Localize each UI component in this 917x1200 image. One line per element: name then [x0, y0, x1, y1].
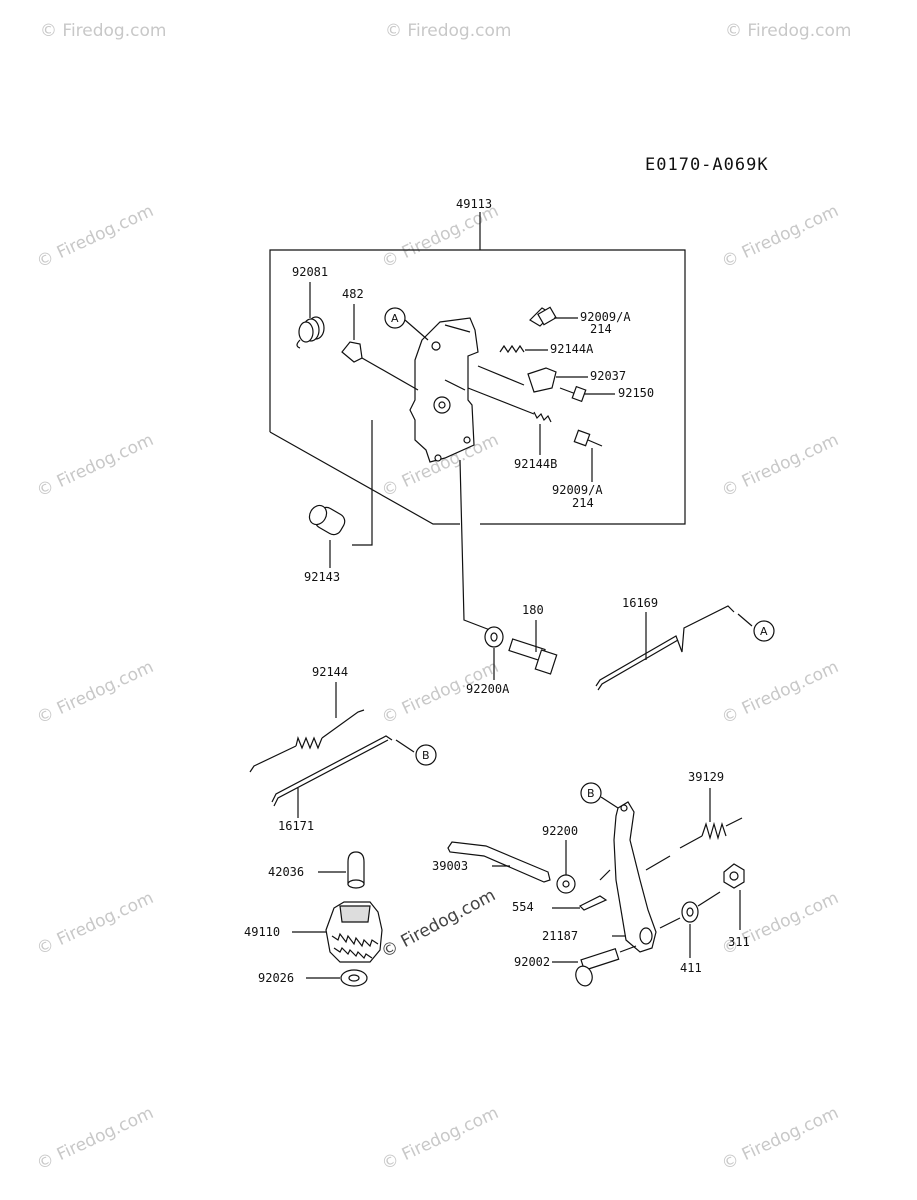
arm-39003	[447, 841, 551, 883]
bracket-92037	[527, 367, 588, 393]
part-label-311: 311	[728, 935, 750, 949]
part-label-92150: 92150	[618, 386, 654, 400]
assembly-49113: 49113 92081 482 A	[269, 197, 686, 525]
washer-92200	[556, 840, 576, 894]
bolt-92150	[559, 385, 615, 403]
watermark: © Firedog.com	[725, 21, 851, 41]
bolt-180	[508, 620, 558, 675]
part-label-411: 411	[680, 961, 702, 975]
rod-16169: A	[595, 605, 775, 691]
spring-92144b	[467, 387, 552, 455]
part-label-16171: 16171	[278, 819, 314, 833]
washer-92026	[306, 969, 368, 987]
gear-49110	[292, 901, 383, 963]
spring-92081	[296, 316, 325, 349]
bolt-92009a-lower	[573, 429, 603, 482]
callout-b-label: B	[587, 787, 595, 800]
part-label-92200: 92200	[542, 824, 578, 838]
watermark: © Firedog.com	[719, 201, 842, 273]
collar-92143	[308, 420, 373, 568]
part-label-39129: 39129	[688, 770, 724, 784]
watermark: © Firedog.com	[379, 201, 502, 273]
callout-b-label: B	[422, 749, 430, 762]
part-label-180: 180	[522, 603, 544, 617]
part-label-92009a: 92009/A	[580, 310, 631, 324]
watermark: © Firedog.com	[719, 657, 842, 729]
watermark: © Firedog.com	[34, 888, 157, 960]
part-label-92200a: 92200A	[466, 682, 510, 696]
part-label-214-lower: 214	[572, 496, 594, 510]
washer-411	[659, 891, 721, 958]
part-label-92037: 92037	[590, 369, 626, 383]
part-label-554: 554	[512, 900, 534, 914]
callout-a-upper: A	[384, 307, 429, 341]
watermark: © Firedog.com	[385, 21, 511, 41]
watermark: © Firedog.com	[34, 1103, 157, 1175]
diagram-code: E0170-A069K	[645, 155, 769, 175]
watermark-center: © Firedog.com	[378, 885, 499, 962]
pin-554	[552, 869, 611, 911]
watermark: © Firedog.com	[719, 430, 842, 502]
part-label-49113: 49113	[456, 197, 492, 211]
governor-plate	[409, 317, 479, 463]
watermark: © Firedog.com	[34, 201, 157, 273]
nut-311	[723, 863, 745, 930]
part-label-21187: 21187	[542, 929, 578, 943]
part-label-42036: 42036	[268, 865, 304, 879]
part-label-482: 482	[342, 287, 364, 301]
part-label-92144a: 92144A	[550, 342, 594, 356]
spring-39129	[645, 788, 743, 871]
callout-a-label: A	[760, 625, 768, 638]
spring-92144	[249, 682, 365, 773]
washer-92200a	[484, 626, 504, 680]
part-label-92144: 92144	[312, 665, 348, 679]
part-label-39003: 39003	[432, 859, 468, 873]
watermarks: © Firedog.com © Firedog.com © Firedog.co…	[34, 21, 852, 1175]
lever-21187: B	[580, 782, 657, 953]
watermark: © Firedog.com	[719, 1103, 842, 1175]
cap-42036	[318, 851, 365, 889]
clip-482	[341, 341, 363, 363]
watermark: © Firedog.com	[379, 1103, 502, 1175]
bolt-92009a-upper	[529, 306, 578, 327]
part-label-92144b: 92144B	[514, 457, 557, 471]
part-label-214: 214	[590, 322, 612, 336]
bolt-92002	[552, 945, 637, 987]
part-label-49110: 49110	[244, 925, 280, 939]
watermark: © Firedog.com	[34, 430, 157, 502]
part-label-16169: 16169	[622, 596, 658, 610]
callout-a-label: A	[391, 312, 399, 325]
part-label-92143: 92143	[304, 570, 340, 584]
watermark: © Firedog.com	[34, 657, 157, 729]
rod-16171: B	[271, 735, 437, 818]
part-label-92002: 92002	[514, 955, 550, 969]
spring-92144a	[499, 344, 548, 354]
watermark: © Firedog.com	[40, 21, 166, 41]
part-label-92026: 92026	[258, 971, 294, 985]
part-label-92081: 92081	[292, 265, 328, 279]
part-label-92009a-lower: 92009/A	[552, 483, 603, 497]
